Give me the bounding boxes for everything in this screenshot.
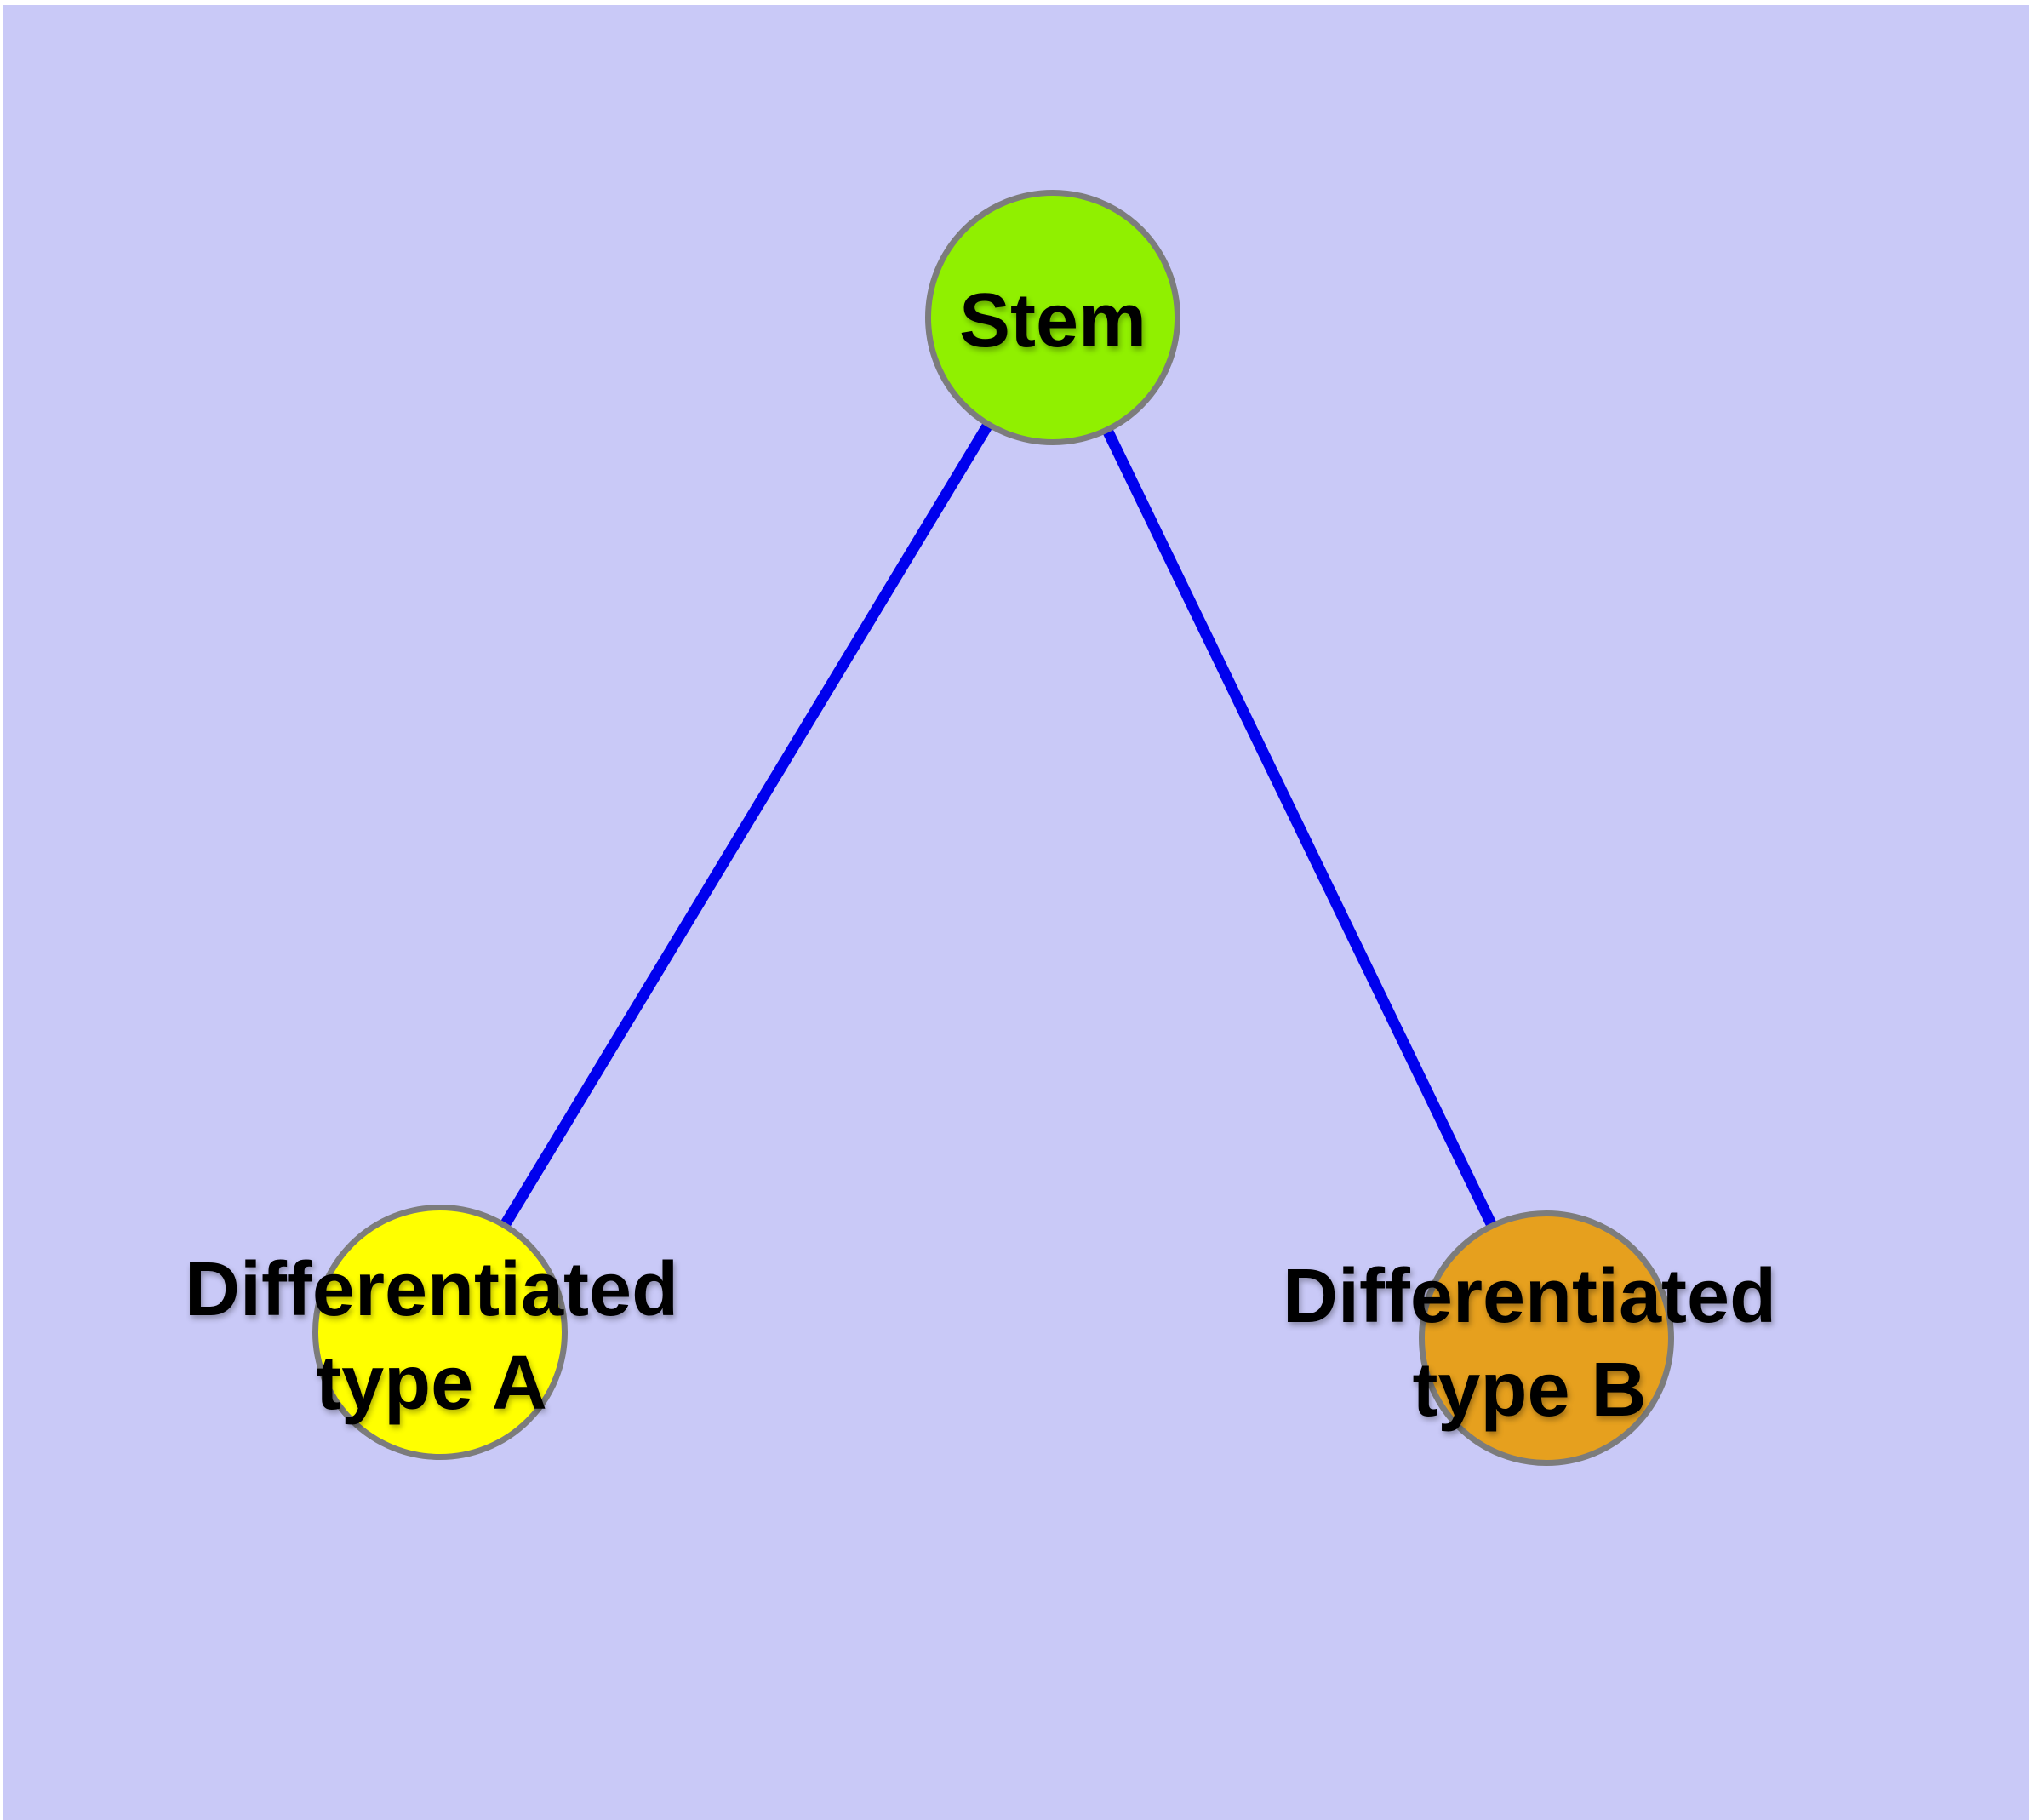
node-label-line: type B bbox=[1412, 1348, 1647, 1433]
node-label-stem: Stem bbox=[959, 274, 1146, 368]
edge-stem-diff-b bbox=[1048, 315, 1552, 1341]
node-label-line: Stem bbox=[958, 278, 1147, 363]
node-diff-b bbox=[1419, 1210, 1674, 1466]
edges-layer bbox=[435, 314, 1552, 1341]
node-diff-a bbox=[312, 1205, 568, 1460]
nodes-layer bbox=[312, 190, 1674, 1466]
node-label-diff-a: Differentiated type A bbox=[185, 1243, 678, 1430]
node-label-line: Differentiated bbox=[184, 1247, 679, 1332]
node-label-diff-b: Differentiated type B bbox=[1283, 1250, 1776, 1437]
edge-stem-diff-a bbox=[435, 314, 1058, 1336]
node-stem bbox=[925, 190, 1180, 445]
node-label-line: Differentiated bbox=[1282, 1254, 1777, 1339]
node-label-line: type A bbox=[316, 1341, 547, 1426]
